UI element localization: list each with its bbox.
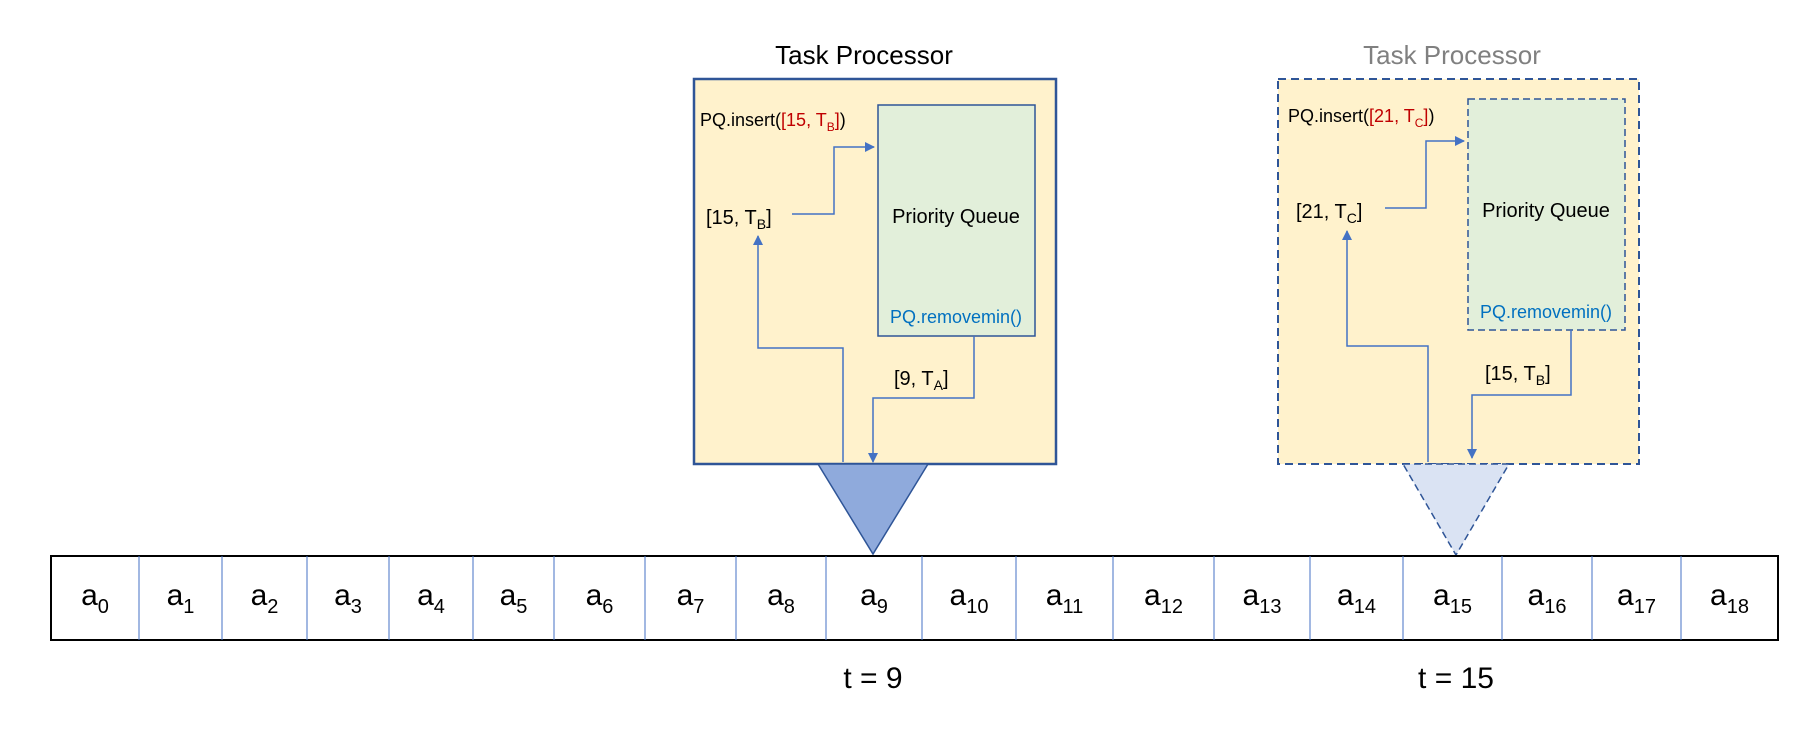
array-cell-a10: a10	[950, 579, 989, 618]
processor-title: Task Processor	[1363, 40, 1541, 70]
new-task-arrow	[1342, 230, 1429, 462]
insert-arrow	[1385, 136, 1465, 209]
array-cell-a9: a9	[860, 579, 888, 618]
insert-arrow	[792, 142, 875, 215]
task-processor-1: Task Processor Priority Queue PQ.removem…	[692, 40, 1058, 556]
removemin-label: PQ.removemin()	[1480, 302, 1612, 322]
array-cell-a18: a18	[1710, 579, 1749, 618]
array-outline	[50, 555, 1779, 641]
task-processor-2: Task Processor Priority Queue PQ.removem…	[1277, 40, 1640, 557]
pointer-triangle-faded	[1401, 463, 1511, 557]
array-cell-a0: a0	[81, 579, 109, 618]
array-strip: a0 a1 a2 a3 a4 a5 a6 a7 a8 a9 a10 a11 a12 a13 a14 a15 a1…	[50, 555, 1779, 641]
priority-queue-label: Priority Queue	[892, 206, 1020, 228]
time-label-9: t = 9	[843, 662, 902, 695]
array-cell-a6: a6	[586, 579, 614, 618]
removemin-arrow	[868, 336, 975, 463]
array-cell-a11: a11	[1046, 579, 1083, 618]
array-cell-a15: a15	[1433, 579, 1472, 618]
removed-task-label: [15, TB]	[1485, 363, 1551, 388]
array-cell-a8: a8	[767, 579, 795, 618]
priority-queue-box	[877, 104, 1036, 337]
array-cell-a3: a3	[334, 579, 362, 618]
new-task-label: [15, TB]	[706, 207, 772, 232]
array-cell-a7: a7	[677, 579, 705, 618]
array-cell-a16: a16	[1528, 579, 1567, 618]
insert-call-label: PQ.insert([15, TB])	[700, 110, 846, 134]
array-cell-a2: a2	[251, 579, 279, 618]
new-task-label: [21, TC]	[1296, 201, 1362, 226]
insert-call-label: PQ.insert([21, TC])	[1288, 106, 1434, 130]
array-cell-a1: a1	[167, 579, 195, 618]
array-cell-a5: a5	[500, 579, 528, 618]
priority-queue-box	[1467, 98, 1626, 331]
removemin-label: PQ.removemin()	[890, 307, 1022, 327]
array-cell-a17: a17	[1617, 579, 1656, 618]
time-label-15: t = 15	[1418, 662, 1494, 695]
processor-title: Task Processor	[775, 40, 953, 70]
priority-queue-label: Priority Queue	[1482, 200, 1610, 222]
array-cell-a12: a12	[1144, 579, 1183, 618]
array-cell-a13: a13	[1243, 579, 1282, 618]
pointer-triangle-active	[816, 463, 930, 556]
new-task-arrow	[753, 235, 844, 462]
array-cell-a14: a14	[1337, 579, 1376, 618]
removemin-arrow	[1467, 330, 1572, 459]
removed-task-label: [9, TA]	[894, 368, 949, 393]
array-cell-a4: a4	[417, 579, 445, 618]
